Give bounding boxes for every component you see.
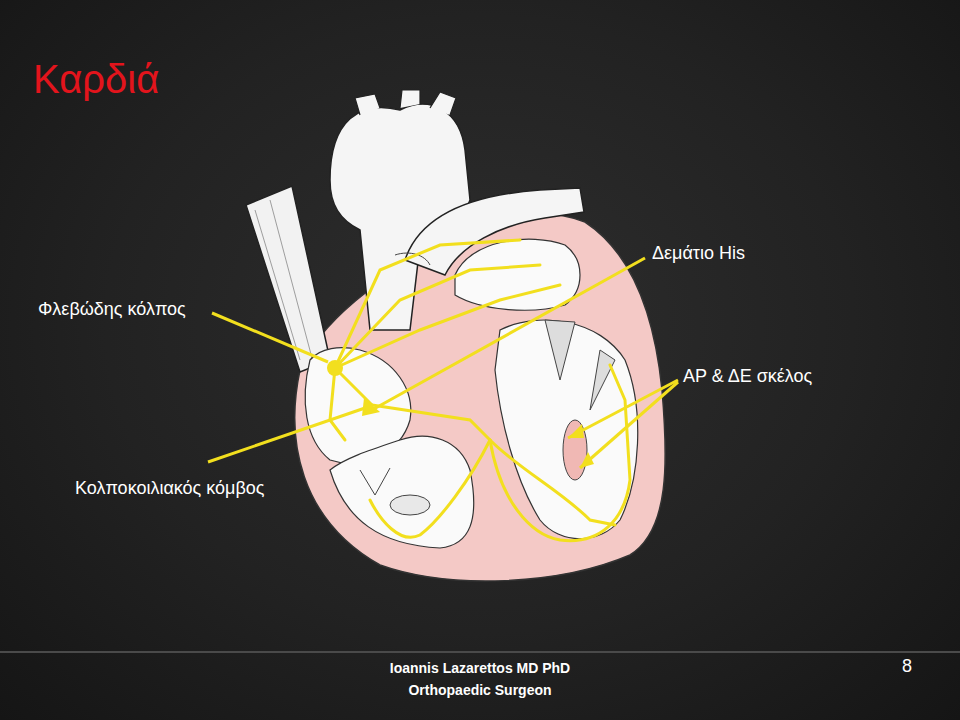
papillary-muscle <box>390 495 430 515</box>
conduction-paths <box>330 240 630 541</box>
left-atrium <box>455 239 580 310</box>
part-label: Κολποκοιλιακός κόμβος <box>75 477 265 499</box>
author-name: Ioannis Lazarettos MD PhD <box>390 659 570 677</box>
sinoatrial-node <box>327 360 343 376</box>
papillary-muscle <box>545 320 615 410</box>
part-label: Δεμάτιο His <box>652 242 745 264</box>
footer-rule <box>0 651 960 653</box>
part-label: ΑΡ & ΔΕ σκέλος <box>683 365 812 387</box>
page-number: 8 <box>902 655 912 677</box>
right-ventricle <box>330 436 474 548</box>
leader-lines <box>208 258 678 468</box>
slide-title: Καρδιά <box>33 56 159 102</box>
author-title: Orthopaedic Surgeon <box>408 681 551 699</box>
left-ventricle <box>495 320 638 539</box>
part-label: Φλεβώδης κόλπος <box>38 298 186 320</box>
leader-arrowheads <box>568 424 594 468</box>
aortic-branches <box>355 90 456 115</box>
heart-wall <box>295 213 665 581</box>
